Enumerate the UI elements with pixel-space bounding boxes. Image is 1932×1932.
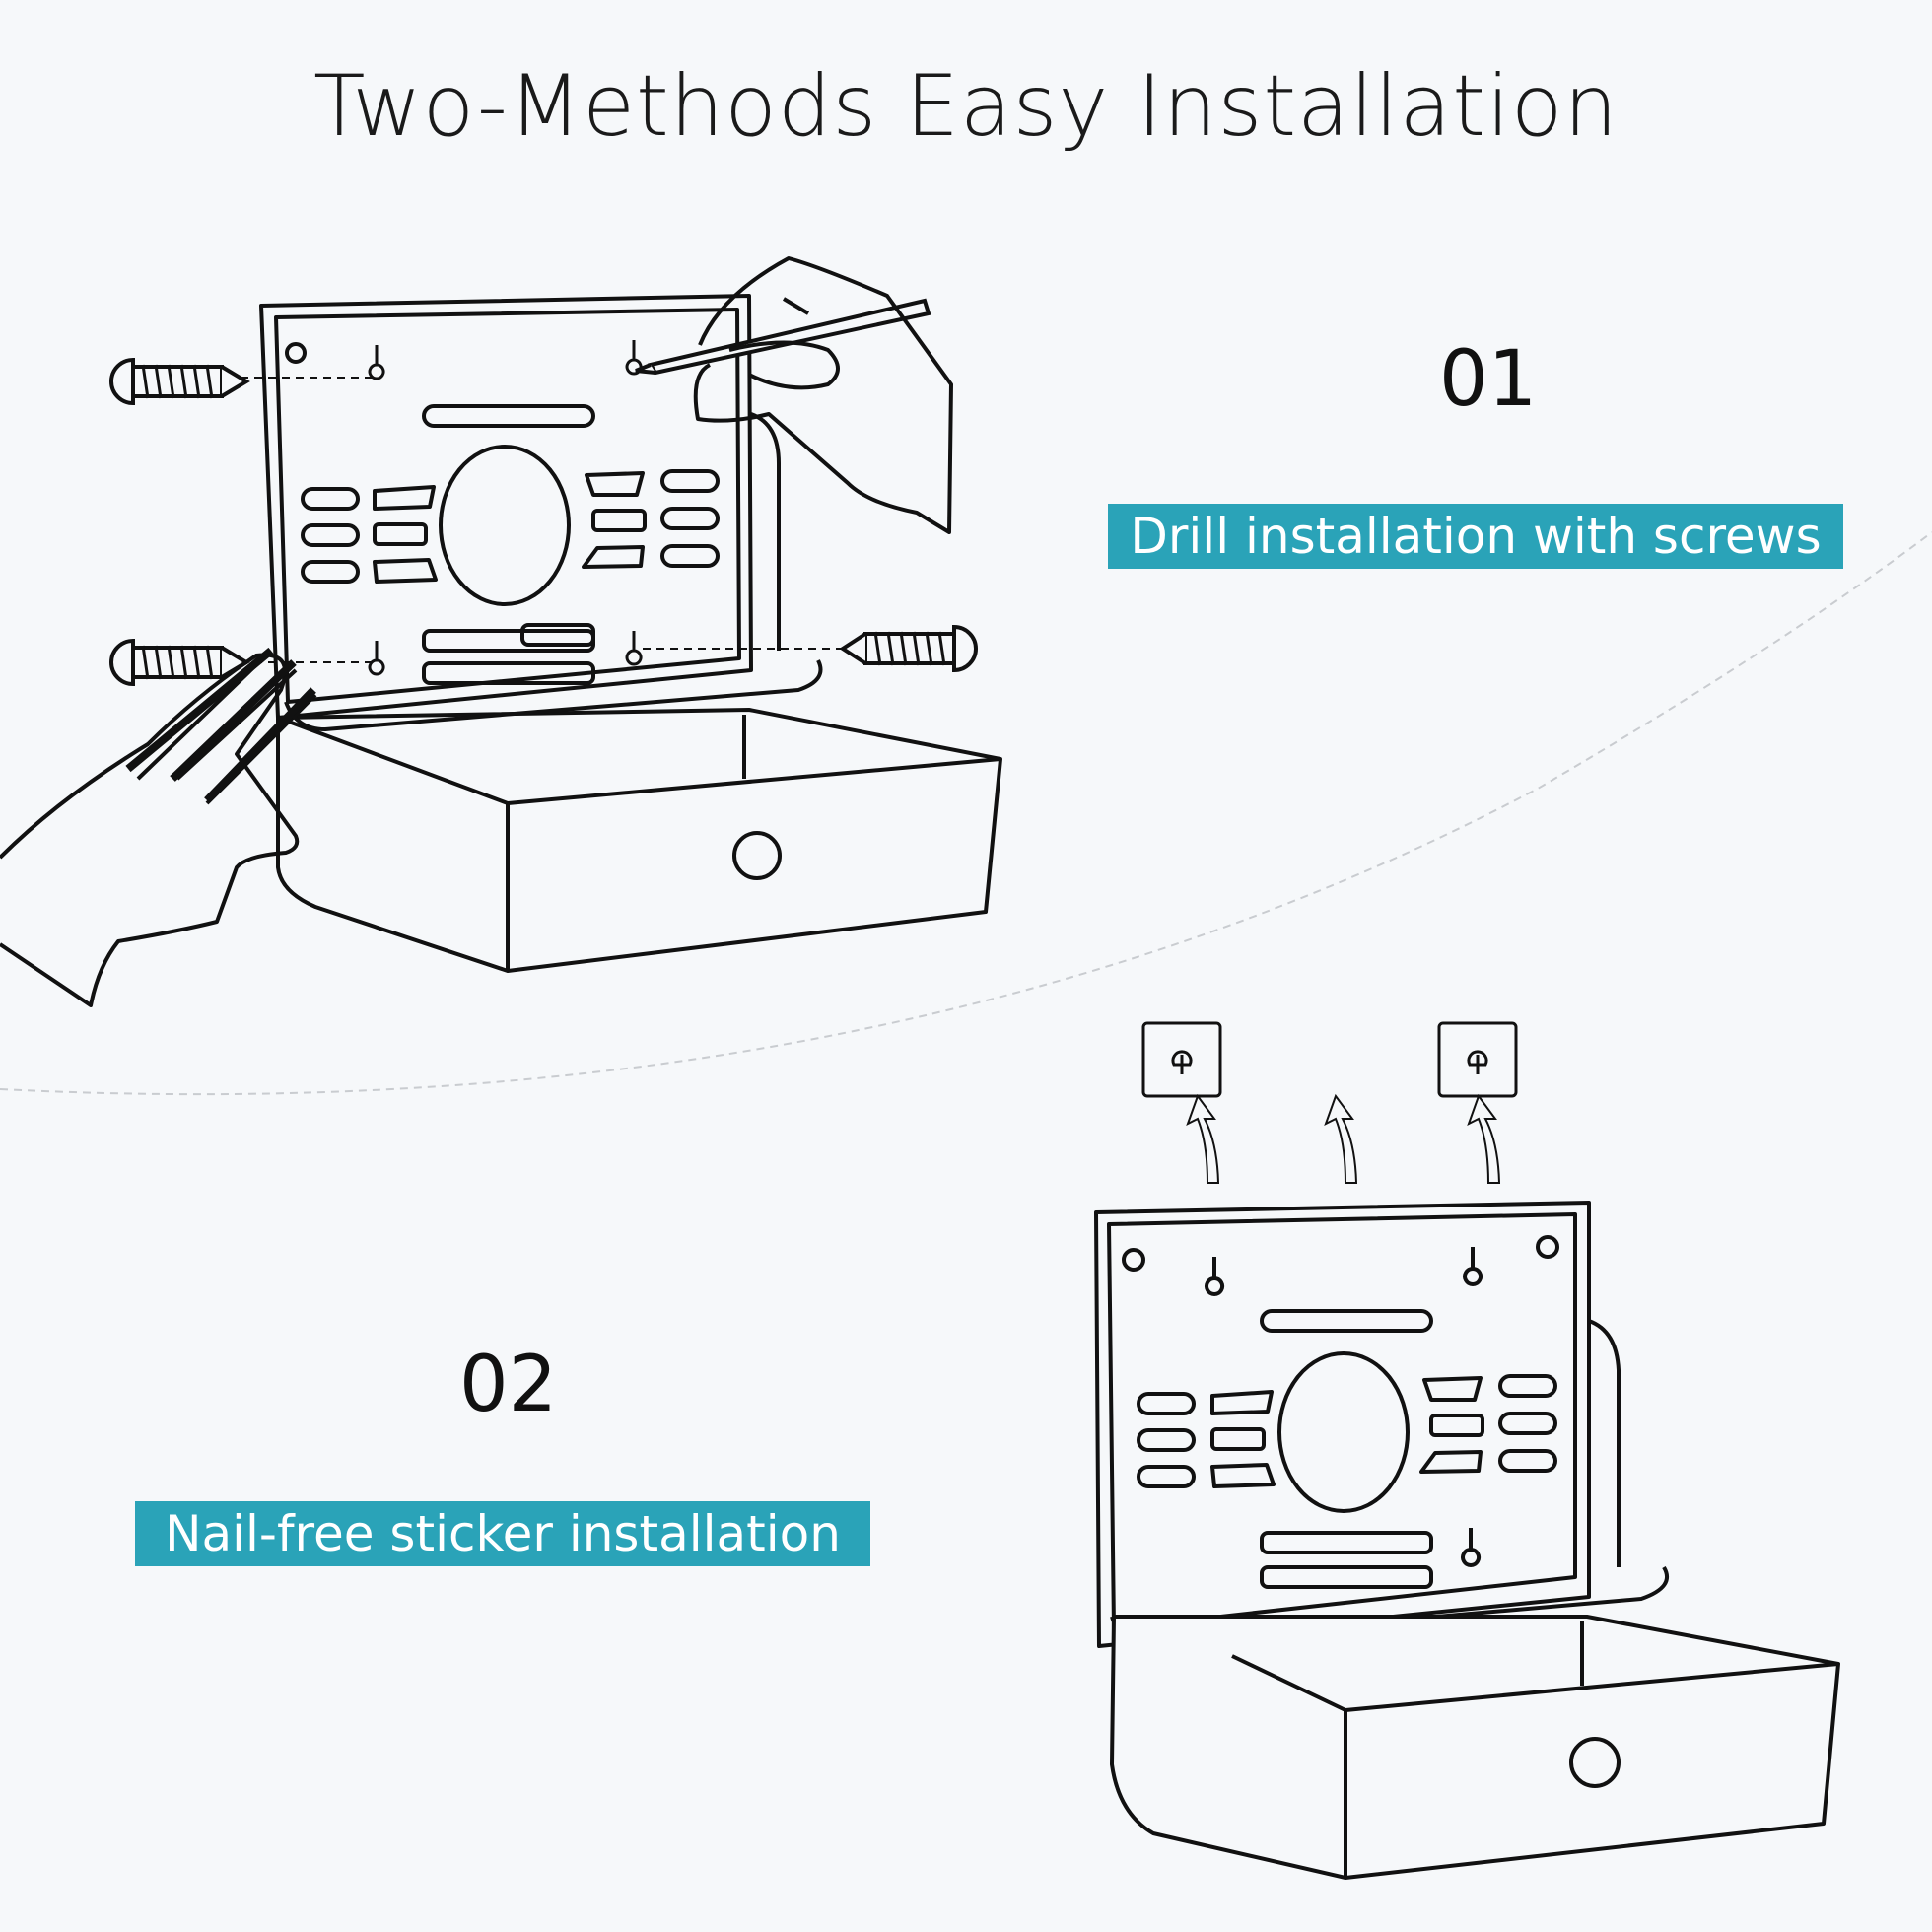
method-2-banner: Nail-free sticker installation [135,1501,870,1566]
pencil-icon [635,298,932,376]
hand-icon [0,647,317,1007]
arrow-up-icon [1186,1093,1501,1184]
screw-icon [839,624,978,673]
storage-box-drill [259,294,1002,973]
method-2-number: 02 [459,1341,558,1429]
storage-box-sticker [1094,1201,1840,1880]
method-1-number: 01 [1439,335,1538,424]
method-1-banner: Drill installation with screws [1108,504,1843,569]
screw-icon [109,357,250,406]
page-title: Two-Methods Easy Installation [313,57,1619,156]
sticker-icon [1141,1021,1518,1098]
keyhole-icons-drill [368,340,643,676]
hand-icon [693,256,953,534]
